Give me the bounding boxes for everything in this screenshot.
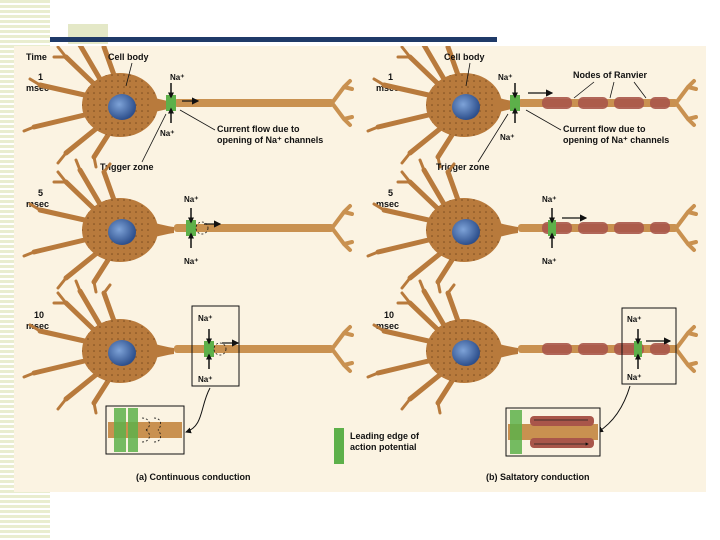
zoom-box-a xyxy=(191,305,240,387)
neuron-b-10msec xyxy=(368,281,698,413)
nodes-of-ranvier-label: Nodes of Ranvier xyxy=(573,70,648,80)
na-ion-label: Na⁺ xyxy=(198,375,212,384)
na-ion-label: Na⁺ xyxy=(184,195,198,204)
na-ion-label: Na⁺ xyxy=(627,373,641,382)
leading-edge-marker xyxy=(634,341,642,357)
inset-saltatory xyxy=(505,407,601,457)
zoom-box-b xyxy=(621,307,677,385)
leading-edge-marker xyxy=(204,341,214,357)
na-ion-label: Na⁺ xyxy=(542,195,556,204)
time-5-value-b: 5 xyxy=(388,188,393,198)
leading-edge-marker xyxy=(166,95,176,111)
legend-swatch xyxy=(334,428,344,464)
current-flow-label-b-line2: opening of Na⁺ channels xyxy=(563,135,669,145)
neuron-b-5msec xyxy=(368,160,698,292)
na-ion-label: Na⁺ xyxy=(198,314,212,323)
na-ion-label: Na⁺ xyxy=(498,73,512,82)
leading-edge-marker xyxy=(186,220,196,236)
time-10-value: 10 xyxy=(34,310,44,320)
time-5-unit: msec xyxy=(26,199,49,209)
cell-body-label-a: Cell body xyxy=(108,52,149,62)
time-1-value: 1 xyxy=(38,72,43,82)
na-ion-label: Na⁺ xyxy=(500,133,514,142)
cell-body-label-b: Cell body xyxy=(444,52,485,62)
leading-edge-marker xyxy=(510,95,520,111)
na-ion-label: Na⁺ xyxy=(184,257,198,266)
na-ion-label: Na⁺ xyxy=(160,129,174,138)
inset-continuous xyxy=(105,405,185,455)
trigger-zone-label-b: Trigger zone xyxy=(436,162,490,172)
time-1-unit: msec xyxy=(26,83,49,93)
na-ion-label: Na⁺ xyxy=(627,315,641,324)
neuron-b-1msec xyxy=(368,46,698,167)
legend-line1: Leading edge of xyxy=(350,431,420,441)
current-flow-label-a-line1: Current flow due to xyxy=(217,124,300,134)
leading-edge-marker xyxy=(548,220,556,236)
time-10-value-b: 10 xyxy=(384,310,394,320)
trigger-zone-label-a: Trigger zone xyxy=(100,162,154,172)
time-header: Time xyxy=(26,52,47,62)
slide-title-bar xyxy=(50,37,497,42)
time-1-value-b: 1 xyxy=(388,72,393,82)
neuron-a-1msec xyxy=(24,46,354,167)
legend-line2: action potential xyxy=(350,442,417,452)
time-5-unit-b: msec xyxy=(376,199,399,209)
current-flow-label-b-line1: Current flow due to xyxy=(563,124,646,134)
neuron-a-10msec xyxy=(24,281,354,413)
current-flow-label-a-line2: opening of Na⁺ channels xyxy=(217,135,323,145)
figure-panel: Time 1 msec 5 msec 10 msec 1 msec 5 msec… xyxy=(14,46,706,492)
na-ion-label: Na⁺ xyxy=(542,257,556,266)
time-5-value: 5 xyxy=(38,188,43,198)
na-ion-label: Na⁺ xyxy=(170,73,184,82)
time-10-unit-b: msec xyxy=(376,321,399,331)
caption-continuous: (a) Continuous conduction xyxy=(136,472,250,482)
conduction-diagram: Time 1 msec 5 msec 10 msec 1 msec 5 msec… xyxy=(14,46,698,482)
neuron-a-5msec xyxy=(24,160,354,292)
caption-saltatory: (b) Saltatory conduction xyxy=(486,472,590,482)
time-10-unit: msec xyxy=(26,321,49,331)
